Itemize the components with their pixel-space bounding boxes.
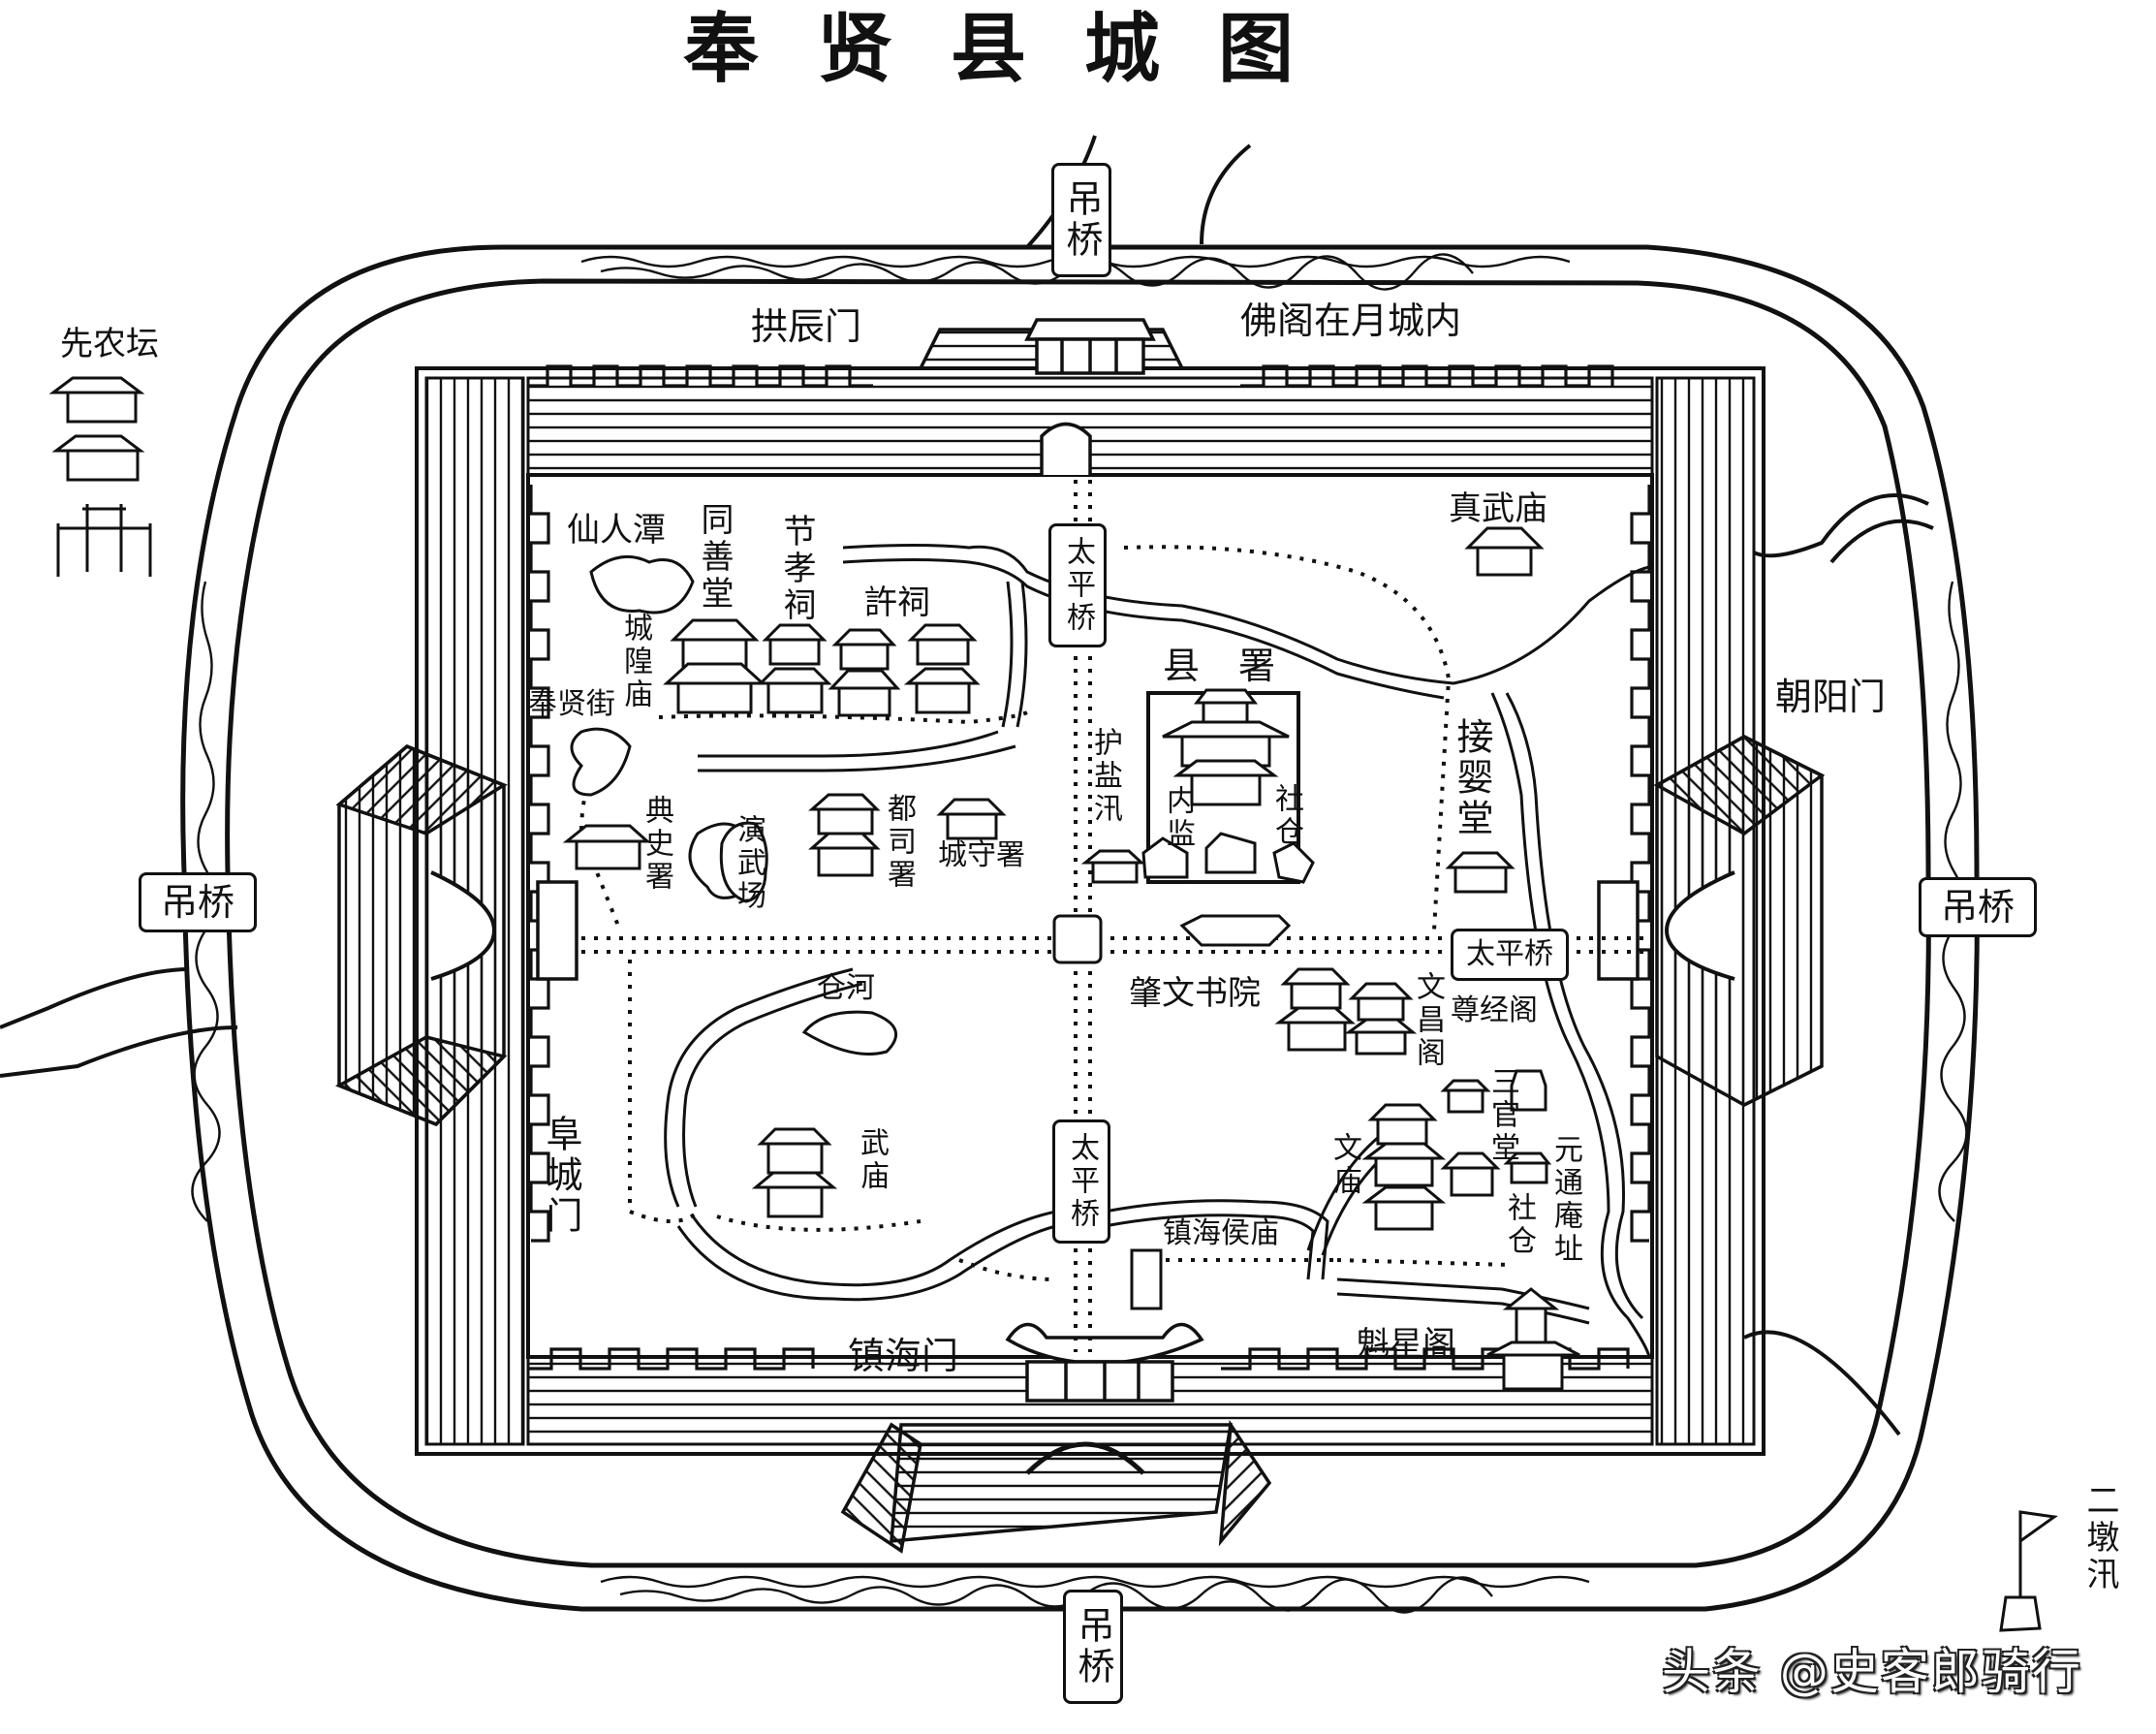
building-zhenhai-temple-icon xyxy=(1130,1248,1163,1310)
label-confucian-temple: 文庙 xyxy=(1328,1132,1361,1198)
building-academy-icon xyxy=(1179,914,1292,947)
label-cang-river: 仓河 xyxy=(817,971,875,1005)
building-chengshou-office-icon xyxy=(936,798,1007,840)
label-sanguan-hall: 三官堂 xyxy=(1485,1066,1519,1165)
east-gate-icon xyxy=(1597,735,1826,1107)
drill-ground-icon xyxy=(719,821,768,903)
label-immortal-pond: 仙人潭 xyxy=(567,511,666,550)
moat xyxy=(180,244,1980,1612)
building-zhenwu-temple-icon xyxy=(1464,526,1545,577)
flag-outpost-icon xyxy=(1999,1510,2058,1632)
north-gate-icon xyxy=(918,318,1185,475)
label-fengxian-street: 奉贤街 xyxy=(528,687,615,721)
building-xu-shrine-icon xyxy=(903,623,981,714)
label-granary-inner: 社仓 xyxy=(1269,783,1303,849)
building-wenchang-pavilion-icon xyxy=(1274,967,1418,1056)
label-inner-office: 内监 xyxy=(1161,785,1195,851)
label-north-gate-note: 佛阁在月城内 xyxy=(1240,300,1462,342)
label-south-gate: 镇海门 xyxy=(848,1335,959,1377)
label-drill-ground: 演武场 xyxy=(732,814,766,913)
label-city-god-temple: 城隍庙 xyxy=(618,613,652,711)
watermark-text: 头条 @史客郎骑行 xyxy=(1662,1644,2082,1700)
bridge-inner-south[interactable]: 太平桥 xyxy=(1052,1119,1110,1244)
label-jiexiao-shrine: 节孝祠 xyxy=(777,514,816,624)
label-tongshan-hall: 同善堂 xyxy=(695,502,734,613)
label-martial-temple: 武庙 xyxy=(855,1127,889,1193)
bridge-east[interactable]: 吊桥 xyxy=(1919,877,2037,937)
label-kuixing-pavilion: 魁星阁 xyxy=(1357,1325,1455,1364)
center-marker-icon xyxy=(1052,914,1103,964)
label-yuantong-ruins: 元通庵址 xyxy=(1548,1134,1582,1266)
label-zhenwu-temple: 真武庙 xyxy=(1449,489,1547,528)
building-city-god-temple-icon xyxy=(663,618,766,714)
building-dianshi-office-icon xyxy=(562,824,651,870)
building-dusi-office-icon xyxy=(808,793,881,877)
building-huyan-post-icon xyxy=(1080,832,1315,884)
bridge-inner-north[interactable]: 太平桥 xyxy=(1048,523,1107,647)
label-academy: 肇文书院 xyxy=(1129,974,1261,1013)
label-zhenhai-temple: 镇海侯庙 xyxy=(1163,1216,1279,1250)
label-county-office: 县署 xyxy=(1163,645,1315,687)
bridge-south[interactable]: 吊桥 xyxy=(1063,1590,1123,1704)
building-martial-temple-icon xyxy=(751,1127,838,1218)
label-xiannong-altar: 先农坛 xyxy=(60,325,159,363)
label-sutra-pavilion: 尊经阁 xyxy=(1451,993,1538,1027)
crenellations xyxy=(528,364,1651,1371)
bridge-inner-east[interactable]: 太平桥 xyxy=(1451,929,1569,981)
building-confucian-temple-icon xyxy=(1361,1103,1447,1231)
label-granary-south: 社仓 xyxy=(1502,1192,1536,1258)
bridge-west[interactable]: 吊桥 xyxy=(139,872,257,932)
building-kuixing-pavilion-icon xyxy=(1486,1287,1580,1391)
bridge-north[interactable]: 吊桥 xyxy=(1051,163,1111,277)
label-huyan-post: 护盐汛 xyxy=(1088,727,1122,826)
label-dianshi-office: 典史署 xyxy=(640,795,673,894)
label-foundling-hall: 接婴堂 xyxy=(1451,717,1493,839)
building-county-office-icon xyxy=(1146,688,1300,884)
map-title: 奉贤县城图 xyxy=(683,5,1353,93)
label-dusi-office: 都司署 xyxy=(882,793,916,892)
label-xu-shrine: 許祠 xyxy=(864,583,930,622)
label-chengshou-office: 城守署 xyxy=(938,838,1025,872)
building-sanguan-hall-icon xyxy=(1440,1069,1552,1197)
label-north-gate: 拱辰门 xyxy=(751,305,862,348)
label-east-gate: 朝阳门 xyxy=(1775,676,1887,718)
label-west-gate: 阜城门 xyxy=(540,1115,582,1237)
building-jiexiao-shrine-icon xyxy=(828,628,901,717)
building-xiannong-altar-icon xyxy=(48,376,152,577)
label-wenchang-pavilion: 文昌阁 xyxy=(1411,971,1445,1070)
buildings xyxy=(48,376,2058,1632)
west-gate-icon xyxy=(334,743,578,1127)
label-outpost: 二墩汛 xyxy=(2080,1483,2119,1593)
roads xyxy=(664,544,1651,1358)
building-foundling-hall-icon xyxy=(1445,851,1515,894)
south-gate-icon xyxy=(840,1322,1272,1554)
building-tongshan-hall-icon xyxy=(757,623,832,714)
